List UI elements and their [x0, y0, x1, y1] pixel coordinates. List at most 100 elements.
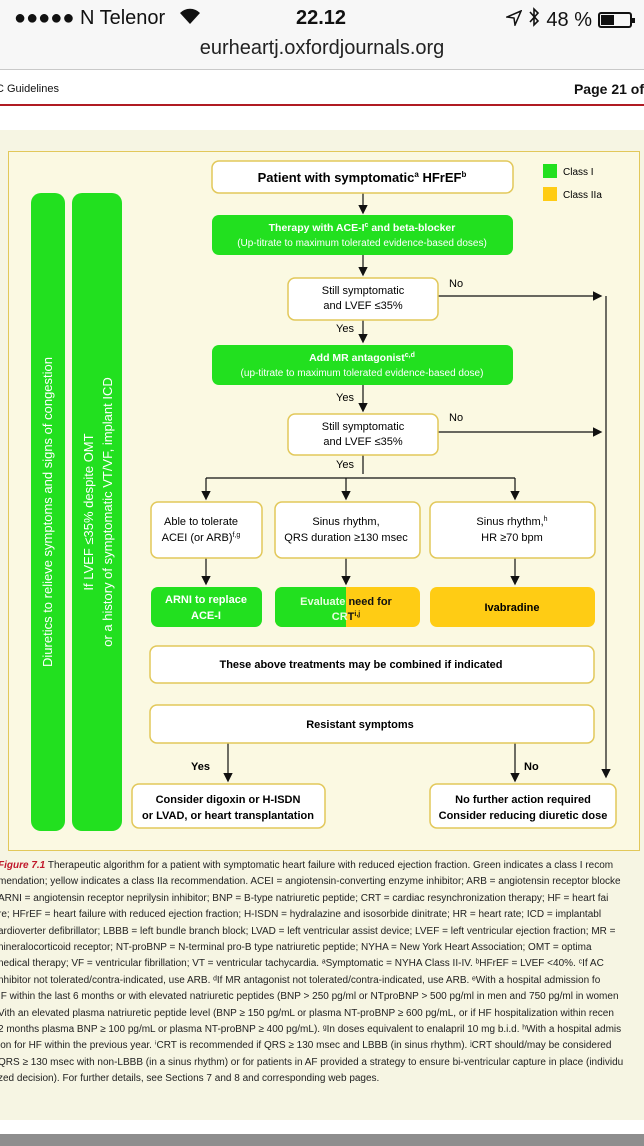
crt-node-green: [275, 587, 346, 627]
tolerate-node: [150, 501, 263, 559]
caption-line: Vith an elevated plasma natriuretic pept…: [0, 1007, 614, 1019]
sinus-qrs-node: [274, 501, 421, 559]
battery-icon: [598, 12, 635, 28]
caption-line: ion for HF within the previous year. ⁱCR…: [0, 1040, 612, 1052]
digoxin-line2: or LVAD, or heart transplantation: [142, 810, 314, 822]
legend-class-i-swatch: [543, 164, 557, 178]
yes-label-2: Yes: [336, 392, 354, 404]
browser-toolbar[interactable]: [0, 1134, 644, 1146]
journal-section: C Guidelines: [0, 83, 59, 95]
icd-bar-label-line2: or a history of symptomatic VT/VF, impla…: [100, 377, 115, 646]
caption-text: Therapeutic algorithm for a patient with…: [45, 860, 614, 871]
start-text: Patient with symptomatic: [258, 170, 415, 185]
url-text: eurheartj.oxfordjournals.org: [199, 37, 445, 59]
icd-bar-label-line1: If LVEF ≤35% despite OMT: [81, 433, 96, 590]
arni-line2: ACE-I: [191, 610, 221, 622]
caption-line: ARNI = angiotensin receptor neprilysin i…: [0, 892, 609, 904]
check1-line2: and LVEF ≤35%: [323, 300, 402, 312]
no-label-1: No: [449, 278, 463, 290]
caption-line: QRS ≥ 130 msec with non-LBBB (in a sinus…: [0, 1056, 624, 1068]
no-further-line2: Consider reducing diuretic dose: [439, 810, 608, 822]
legend-class-iia-swatch: [543, 187, 557, 201]
legend-class-i-label: Class I: [563, 167, 594, 178]
flowchart: Class I Class IIa Diuretics to relieve s…: [31, 160, 617, 831]
ivabradine-node: [430, 587, 595, 627]
crt-line1: Evaluate need for: [300, 596, 392, 608]
caption-line: zed decision). For further details, see …: [0, 1073, 380, 1085]
mra-text: Add MR antagonist: [309, 352, 405, 364]
battery-percent: 48 %: [546, 8, 592, 31]
tolerate-line2: ACEI (or ARB)f,g: [162, 532, 241, 544]
legend: Class I Class IIa: [543, 164, 602, 201]
no-label-3: No: [524, 761, 539, 773]
crt-sup: i,j: [354, 611, 360, 618]
ace-text: Therapy with ACE-I: [269, 222, 365, 234]
check-node-1: [287, 277, 439, 321]
ace-node-line2: (Up-titrate to maximum tolerated evidenc…: [237, 238, 487, 249]
check2-line1: Still symptomatic: [322, 421, 405, 433]
status-bar: ●●●●● N Telenor 22.12 48 %: [0, 0, 644, 36]
ace-sup: c: [365, 222, 369, 229]
arni-line1: ARNI to replace: [165, 594, 247, 606]
ace-text-post: and beta-blocker: [368, 222, 455, 234]
caption-line: nedical therapy; VF = ventricular fibril…: [0, 958, 604, 970]
diuretics-bar-label: Diuretics to relieve symptoms and signs …: [40, 357, 55, 667]
ace-node-line1: Therapy with ACE-Ic and beta-blocker: [269, 222, 456, 234]
yes-label-1: Yes: [336, 323, 354, 335]
mra-node-line1: Add MR antagonistc,d: [309, 352, 415, 364]
tolerate-line1: Able to tolerate: [164, 516, 238, 528]
address-bar[interactable]: eurheartj.oxfordjournals.org: [0, 36, 644, 70]
yes-label-3: Yes: [336, 459, 354, 471]
start-node-label: Patient with symptomatica HFrEFb: [258, 170, 467, 185]
crt-need-for: need for: [345, 596, 392, 608]
crt-evaluate: Evaluate: [300, 596, 345, 608]
clock: 22.12: [296, 7, 347, 29]
mra-node-line2: (up-titrate to maximum tolerated evidenc…: [241, 368, 484, 379]
check2-line2: and LVEF ≤35%: [323, 436, 402, 448]
crt-t: T: [348, 611, 355, 623]
carrier-label: ●●●●● N Telenor: [14, 7, 166, 29]
mra-node: [212, 345, 513, 385]
battery-fill: [601, 15, 615, 25]
no-further-line1: No further action required: [455, 794, 591, 806]
caption-line: 2 months plasma BNP ≥ 100 pg/mL or plasm…: [0, 1024, 622, 1036]
figure-caption: Figure 7.1 Therapeutic algorithm for a p…: [0, 858, 644, 1088]
arni-node: [151, 587, 262, 627]
ace-beta-blocker-node: [212, 215, 513, 255]
sinus-hr-line2: HR ≥70 bpm: [481, 532, 543, 544]
location-arrow-icon: [504, 9, 523, 32]
combined-label: These above treatments may be combined i…: [219, 659, 502, 671]
icd-bar: [72, 193, 122, 831]
crt-cr: CR: [332, 611, 348, 623]
digoxin-node: [131, 783, 326, 829]
bluetooth-icon: [528, 7, 540, 33]
sinus-qrs-line2: QRS duration ≥130 msec: [284, 532, 408, 544]
no-label-2: No: [449, 412, 463, 424]
yes-label-4: Yes: [191, 761, 210, 773]
caption-line: ardioverter defibrillator; LBBB = left b…: [0, 925, 616, 937]
check-node-2: [287, 413, 439, 456]
start-text-hfref: HFrEF: [419, 170, 462, 185]
tolerate-text: ACEI (or ARB): [162, 532, 233, 544]
legend-class-iia-label: Class IIa: [563, 190, 602, 201]
caption-line: mendation; yellow indicates a class IIa …: [0, 876, 621, 888]
sinus-qrs-line1: Sinus rhythm,: [312, 516, 379, 528]
page-number: Page 21 of: [573, 81, 644, 97]
caption-line: nineralocorticoid receptor; NT-proBNP = …: [0, 942, 592, 954]
start-sup-a: a: [414, 170, 419, 179]
combined-node: [149, 645, 595, 684]
caption-line: IF within the last 6 months or with elev…: [0, 991, 619, 1003]
mra-sup: c,d: [405, 352, 415, 359]
diuretics-bar: [31, 193, 65, 831]
resistant-label: Resistant symptoms: [306, 719, 414, 731]
check1-line1: Still symptomatic: [322, 285, 405, 297]
resistant-node: [149, 704, 595, 744]
caption-line: re; HFrEF = heart failure with reduced e…: [0, 909, 602, 921]
start-sup-b: b: [461, 170, 466, 179]
caption-line: Figure 7.1 Therapeutic algorithm for a p…: [0, 858, 644, 874]
crt-line2: CRTi,j: [332, 611, 361, 623]
start-node: [211, 160, 514, 194]
page-header: C Guidelines Page 21 of: [0, 72, 644, 106]
caption-line: nhibitor not tolerated/contra-indicated,…: [0, 974, 601, 986]
sinus-hr-sup: h: [544, 516, 548, 523]
